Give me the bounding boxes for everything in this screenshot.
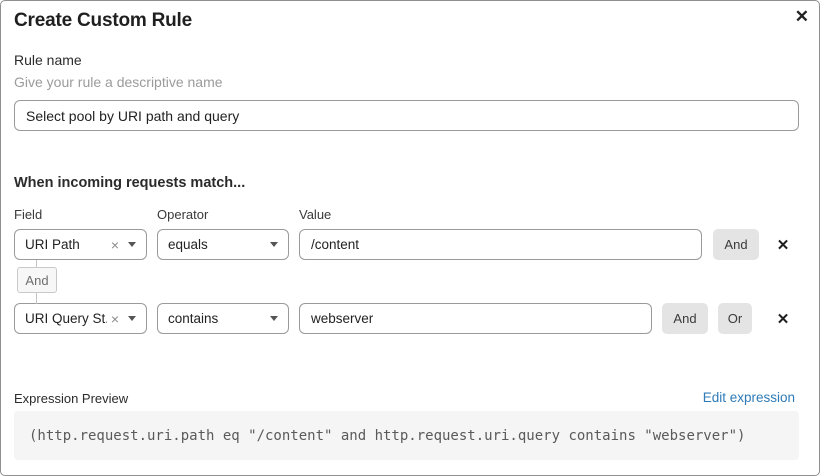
expression-preview-box: (http.request.uri.path eq "/content" and… <box>14 411 799 460</box>
remove-row2-icon[interactable]: ✕ <box>776 310 790 328</box>
field-select-row2-value: URI Query St... <box>25 311 107 326</box>
edit-expression-link[interactable]: Edit expression <box>702 390 795 405</box>
operator-column-label: Operator <box>157 207 209 222</box>
operator-select-row1-value: equals <box>168 237 208 252</box>
rule-name-input[interactable] <box>14 100 799 131</box>
connector-and-chip[interactable]: And <box>17 267 57 293</box>
rule-name-label: Rule name <box>14 52 82 68</box>
matcher-heading: When incoming requests match... <box>14 175 246 191</box>
chevron-down-icon <box>270 316 278 321</box>
or-button-row2[interactable]: Or <box>718 303 752 334</box>
clear-field-icon[interactable]: × <box>110 310 119 327</box>
remove-row1-icon[interactable]: ✕ <box>776 236 790 254</box>
expression-preview-label: Expression Preview <box>14 391 129 406</box>
clear-field-icon[interactable]: × <box>110 236 119 253</box>
operator-select-row2[interactable]: contains <box>157 303 289 334</box>
rule-name-hint: Give your rule a descriptive name <box>14 74 223 90</box>
field-column-label: Field <box>14 207 43 222</box>
chevron-down-icon <box>270 242 278 247</box>
value-column-label: Value <box>299 207 332 222</box>
operator-select-row2-value: contains <box>168 311 219 326</box>
field-select-row1-value: URI Path <box>25 237 80 252</box>
chevron-down-icon <box>128 316 136 321</box>
value-input-row1[interactable] <box>299 229 702 260</box>
expression-code: (http.request.uri.path eq "/content" and… <box>29 427 746 444</box>
dialog-title: Create Custom Rule <box>14 10 192 31</box>
field-select-row2[interactable]: URI Query St... × <box>14 303 147 334</box>
value-input-row2[interactable] <box>299 303 652 334</box>
chevron-down-icon <box>128 242 136 247</box>
field-select-row1[interactable]: URI Path × <box>14 229 147 260</box>
and-button-row1[interactable]: And <box>713 229 759 260</box>
operator-select-row1[interactable]: equals <box>157 229 289 260</box>
and-button-row2[interactable]: And <box>662 303 708 334</box>
close-icon[interactable]: ✕ <box>794 7 809 26</box>
